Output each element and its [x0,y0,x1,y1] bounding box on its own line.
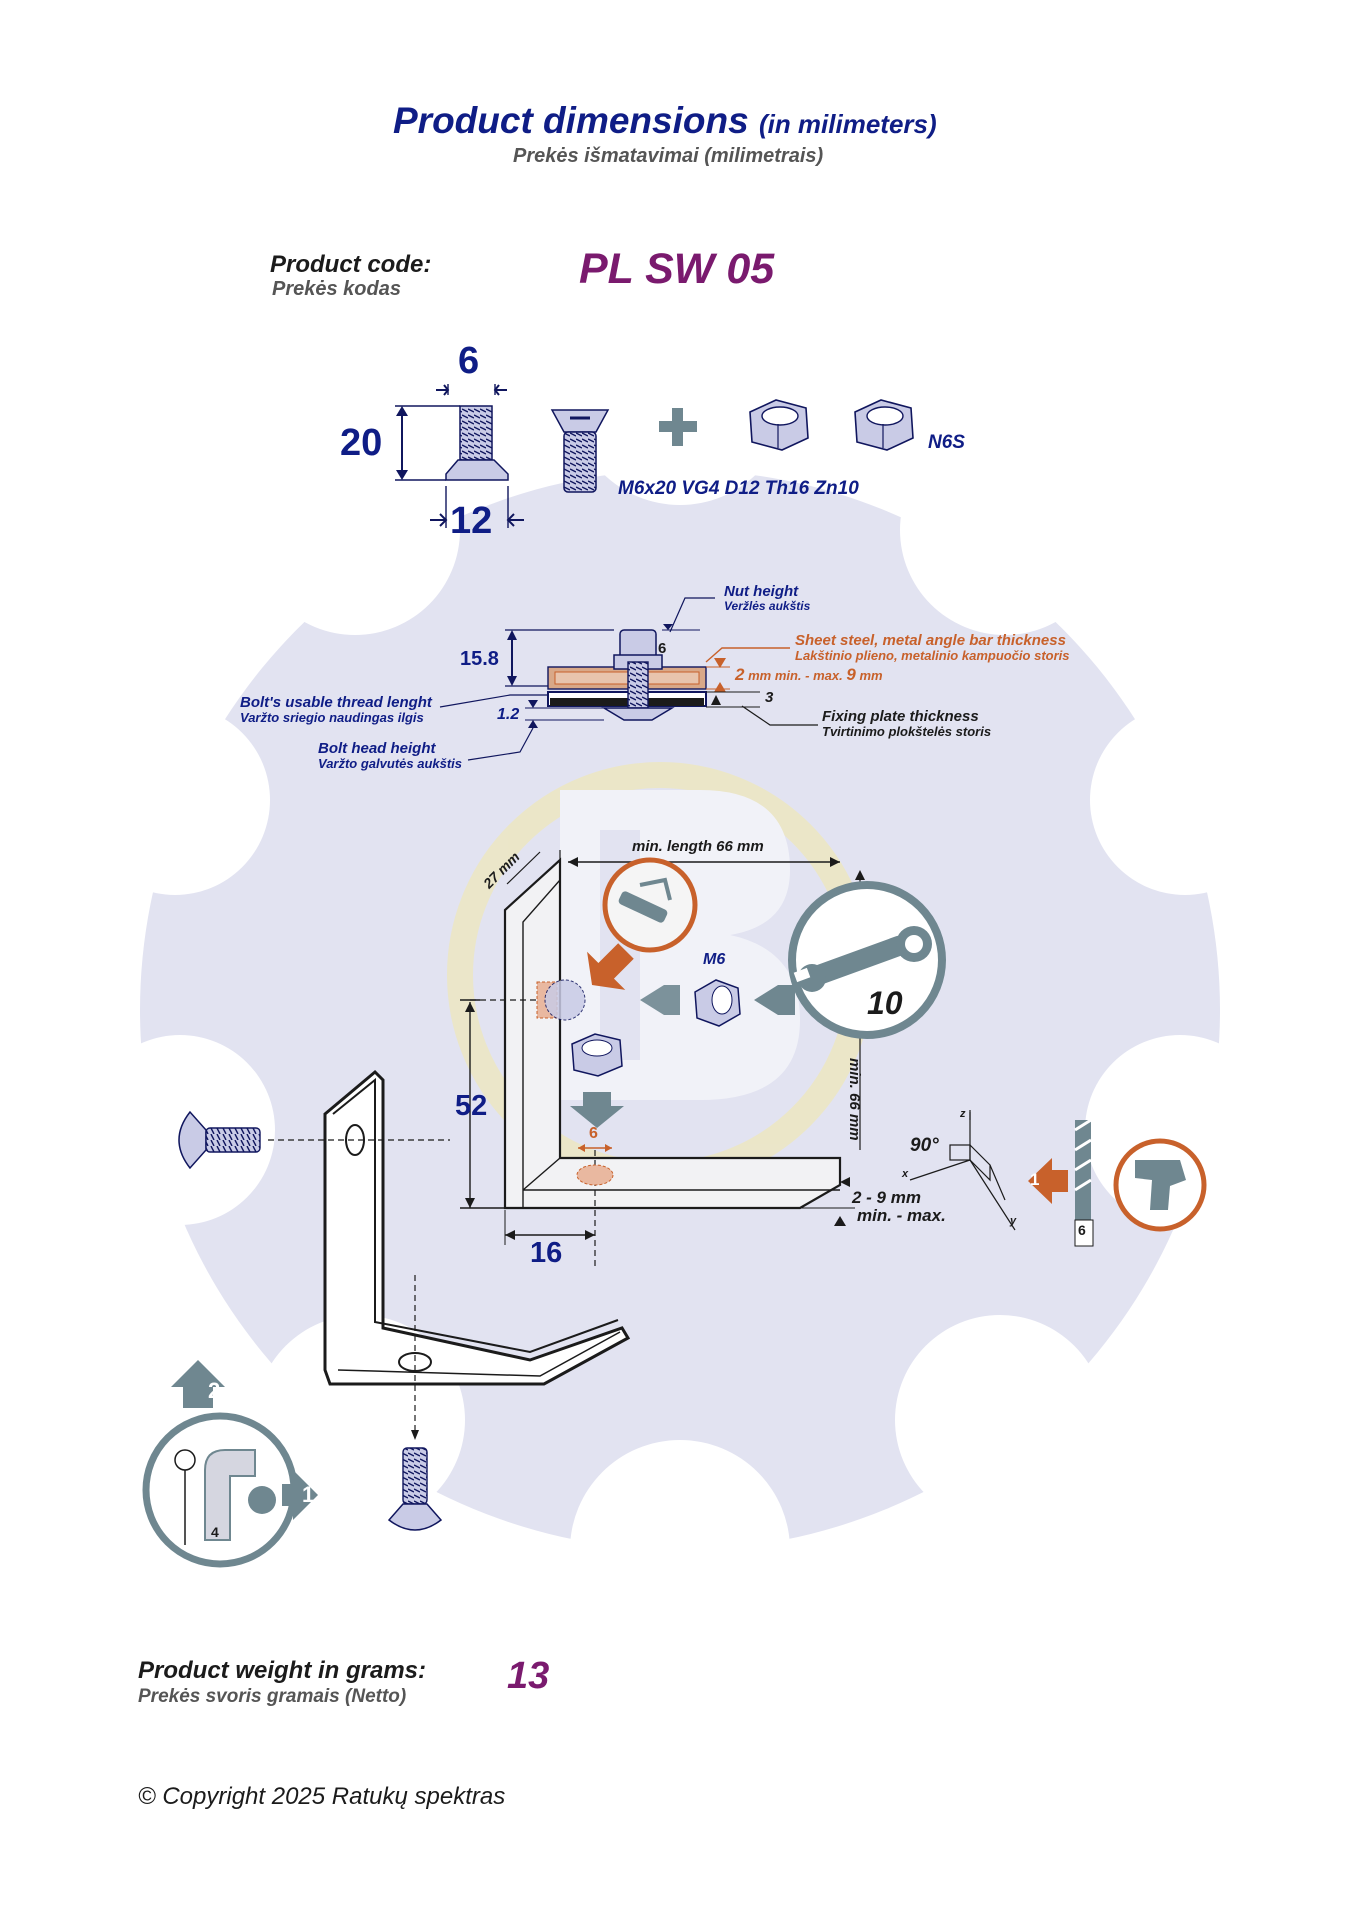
thread-length-label-lt: Varžto sriegio naudingas ilgis [240,710,424,725]
wrench-size: 10 [867,985,903,1021]
axis-x-label: x [902,1168,909,1180]
screw-length: 20 [340,422,383,464]
hex-step-two: 2 [208,1378,221,1403]
weight-value: 13 [507,1655,550,1697]
sheet-thickness-label: Sheet steel, metal angle bar thickness [795,632,1066,649]
drill-icon [1113,1138,1207,1232]
axis-diagram [909,1110,1016,1231]
axis-z-label: z [960,1108,966,1120]
weight-label: Product weight in grams: [138,1657,427,1684]
screw-dimension-drawing [395,384,524,528]
grinder-icon [602,857,698,953]
angle-bar-drawing [460,850,865,1270]
drill-size: 6 [1078,1222,1086,1238]
sheet-thickness-label-lt: Lakštinio plieno, metalinio kampuočio st… [795,648,1070,663]
screw-head-diameter: 12 [450,500,493,542]
plate-thickness-label: Fixing plate thickness [822,708,979,725]
plate-thickness-label-lt: Tvirtinimo plokštelės storis [822,724,992,739]
screw-spec: M6x20 VG4 D12 Th16 Zn10 [618,478,859,499]
thickness-note: min. - max. [857,1206,946,1225]
wrench-icon [788,881,946,1039]
sheet-unit: mm [859,668,883,683]
min-height-label: min. 66 mm [846,1058,863,1141]
angle-label: 90° [910,1135,939,1156]
weight-label-lt: Prekės svoris gramais (Netto) [138,1686,407,1707]
axis-y-label: y [1010,1215,1017,1227]
thickness-range: 2 - 9 mm [852,1188,921,1207]
page-title: Product dimensions [393,100,749,141]
hex-step-one: 1 [302,1482,315,1507]
hex-key-size: 4 [211,1524,219,1540]
copyright: © Copyright 2025 Ratukų spektras [138,1783,506,1810]
product-code-label-lt: Prekės kodas [272,278,401,300]
page-title-unit: (in milimeters) [758,109,937,139]
head-height-value: 1.2 [497,706,520,723]
page-subtitle: Prekės išmatavimai (milimetrais) [513,145,824,167]
nut-icon [749,399,809,451]
cross-section-drawing [439,597,818,761]
sheet-max: 9 [846,665,856,684]
sheet-range-text: mm min. - max. [748,668,843,683]
screw-icon [550,409,610,493]
sheet-thickness-range: 2 mm min. - max. 9 mm [735,665,883,685]
hex-key-icon [142,1360,318,1568]
hole-size: 6 [589,1125,598,1142]
screw-diameter: 6 [458,340,480,382]
drill-bit-icon [1074,1118,1094,1247]
height-value: 52 [455,1090,488,1122]
head-height-label: Bolt head height [318,740,436,757]
nut-height-label: Nut height [724,583,799,600]
nut-spec: N6S [928,432,965,453]
step-one-label: 1 [1030,1170,1040,1189]
nut-icon [854,399,914,451]
nut-height-value: 6 [658,640,667,657]
offset-value: 16 [530,1237,563,1269]
sheet-min: 2 [735,665,745,684]
plus-icon [659,408,697,446]
screw-icon [387,1447,443,1531]
bracket-drawing [268,1069,631,1440]
product-code-label: Product code: [270,251,432,278]
nut-height-label-lt: Veržlės aukštis [724,599,811,613]
thread-length-label: Bolt's usable thread lenght [240,694,432,711]
nut-size-label: M6 [703,951,726,968]
head-height-label-lt: Varžto galvutės aukštis [318,756,463,771]
product-code-value: PL SW 05 [579,245,775,293]
plate-thickness-value: 3 [765,689,774,706]
total-height-value: 15.8 [460,648,499,670]
min-length-label: min. length 66 mm [632,838,764,855]
arrow-left-icon [1028,1158,1068,1204]
screw-icon [178,1110,261,1170]
